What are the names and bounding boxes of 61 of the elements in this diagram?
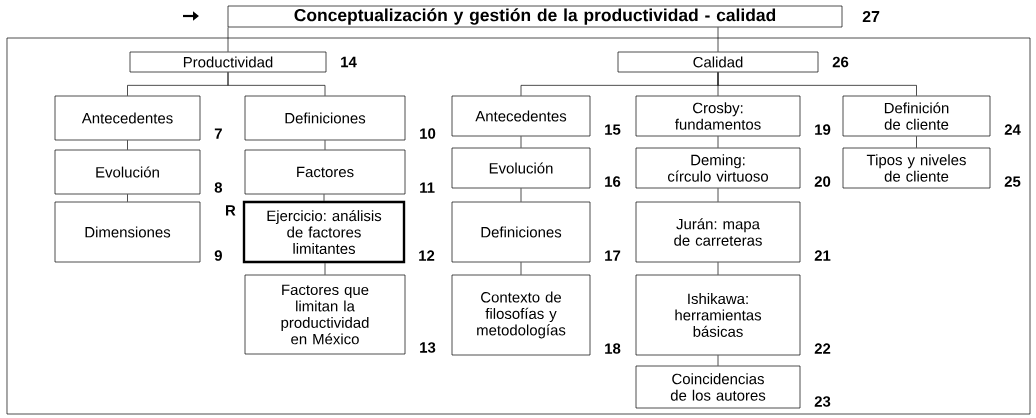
topic-box: Factores [244,149,406,195]
connector-line [717,188,719,202]
section-number: 24 [1004,124,1021,135]
connector-line [916,136,917,148]
topic-box: Jurán: mapa de carreteras [635,201,801,263]
exercise-box: Ejercicio: análisis de factores limitantes [242,200,406,264]
section-number: 16 [605,176,621,187]
frame [6,37,1031,415]
marker-letter: R [226,205,236,216]
title-box: Conceptualización y gestión de la productividad - calidad [227,5,843,28]
connector-line [520,188,522,202]
topic-box: Contexto de filosofías y metodologías [451,274,591,356]
connector-line [227,27,229,52]
section-number: 13 [420,342,436,353]
connector-line [717,27,719,52]
connector-line [717,136,719,148]
section-number: 17 [605,250,621,261]
topic-box: Evolución [54,149,201,195]
section-number: 21 [814,250,831,261]
section-number: 23 [814,396,831,407]
connector-line [324,262,326,275]
section-number: 9 [214,250,222,261]
section-number: 22 [814,343,831,354]
topic-box: Evolución [451,147,591,189]
section-box: Calidad [617,51,819,73]
section-box: Productividad [129,51,327,73]
section-number: 19 [815,124,831,135]
section-number: 25 [1004,176,1021,187]
section-number: 18 [605,343,621,354]
connector-line [717,72,917,96]
topic-box: Definiciones [451,201,591,263]
section-number: 11 [420,182,435,193]
connector-line [520,136,522,148]
topic-box: Definiciones [244,95,406,141]
topic-box: Crosby: fundamentos [635,95,801,137]
connector-line [227,72,326,96]
section-number: 27 [862,10,880,23]
section-number: 7 [214,128,222,139]
topic-box: Antecedentes [451,95,591,137]
topic-box: Deming: círculo virtuoso [635,147,801,189]
connector-line [520,262,522,275]
topic-box: Factores que limitan la productividad en México [244,274,406,355]
topic-box: Antecedentes [54,95,201,141]
topic-box: Ishikawa: herramientas básicas [635,274,801,356]
connector-line [127,194,128,202]
topic-box: Definición de cliente [842,95,991,137]
section-number: 15 [605,124,621,135]
connector-line [324,140,326,150]
section-number: 8 [214,182,223,193]
connector-line [323,194,325,202]
connector-line [717,262,719,275]
topic-box: Dimensiones [54,201,201,263]
section-number: 14 [341,56,357,68]
section-number: 10 [420,128,436,139]
section-number: 20 [814,176,831,187]
connector-line [717,355,719,366]
section-number: 26 [832,56,849,68]
topic-box: Tipos y niveles de cliente [842,147,991,189]
topic-box: Coincidencias de los autores [635,365,801,409]
section-number: 12 [419,250,435,261]
connector-line [127,140,128,150]
